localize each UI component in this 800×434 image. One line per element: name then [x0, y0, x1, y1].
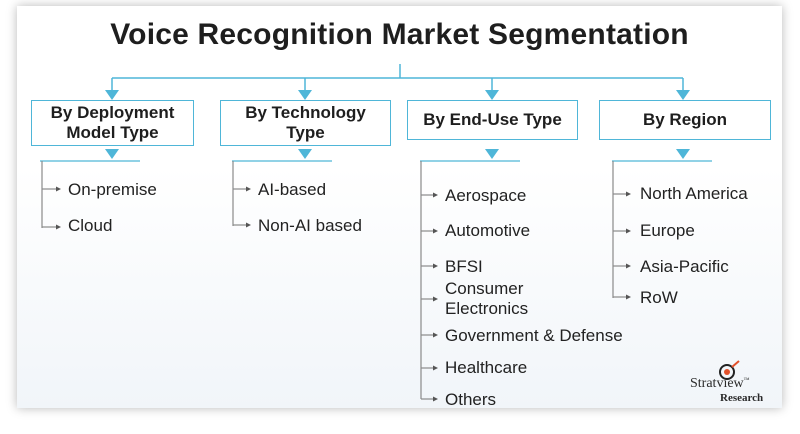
- bullet-arrow-icon: [56, 224, 61, 230]
- list-item: Others: [445, 390, 497, 409]
- segment-heading-line2: Type: [286, 123, 325, 142]
- bullet-arrow-icon: [626, 263, 631, 269]
- bullet-arrow-icon: [626, 294, 631, 300]
- list-item: Healthcare: [445, 358, 528, 377]
- logo-mark-icon: [719, 360, 740, 380]
- list-item: North America: [640, 184, 748, 203]
- arrow-down-icon: [105, 90, 119, 100]
- arrow-down-icon: [298, 90, 312, 100]
- arrow-down-icon: [485, 90, 499, 100]
- bullet-arrow-icon: [626, 228, 631, 234]
- list-item: RoW: [640, 288, 678, 307]
- segment-heading: By End-Use Type: [423, 110, 562, 129]
- arrow-down-icon: [676, 149, 690, 159]
- list-item: Non-AI based: [258, 216, 362, 235]
- bullet-arrow-icon: [433, 396, 438, 402]
- arrow-down-icon: [298, 149, 312, 159]
- logo-text: Stratview™: [690, 376, 750, 391]
- arrow-down-icon: [485, 149, 499, 159]
- bullet-arrow-icon: [246, 222, 251, 228]
- bullet-arrow-icon: [433, 263, 438, 269]
- list-item: Europe: [640, 221, 695, 240]
- list-item: Aerospace: [445, 186, 527, 205]
- segment-heading-line1: By Deployment: [50, 103, 175, 122]
- bullet-arrow-icon: [626, 191, 631, 197]
- list-item: Cloud: [68, 216, 113, 235]
- segment-box-region: By Region: [599, 100, 771, 140]
- segment-heading-line1: By Technology: [245, 103, 366, 122]
- diagram-title: Voice Recognition Market Segmentation: [110, 18, 689, 51]
- logo-subtext: Research: [720, 392, 764, 404]
- bullet-arrow-icon: [433, 296, 438, 302]
- list-item: Consumer: [445, 279, 524, 298]
- list-item: Electronics: [445, 299, 529, 318]
- list-item: On-premise: [68, 180, 157, 199]
- list-item: AI-based: [258, 180, 327, 199]
- segment-heading-line2: Model Type: [66, 123, 159, 142]
- list-item: BFSI: [445, 257, 483, 276]
- bullet-arrow-icon: [433, 228, 438, 234]
- stratview-logo: Stratview™ Research: [680, 360, 790, 406]
- bullet-arrow-icon: [433, 365, 438, 371]
- segment-box-end-use: By End-Use Type: [407, 100, 578, 140]
- list-item: Government & Defense: [445, 326, 623, 345]
- arrow-down-icon: [105, 149, 119, 159]
- list-item: Automotive: [445, 221, 531, 240]
- list-item: Asia-Pacific: [640, 257, 729, 276]
- arrow-down-icon: [676, 90, 690, 100]
- bullet-arrow-icon: [433, 192, 438, 198]
- bullet-arrow-icon: [246, 186, 251, 192]
- segment-heading: By Region: [642, 110, 728, 129]
- bullet-arrow-icon: [56, 186, 61, 192]
- bullet-arrow-icon: [433, 332, 438, 338]
